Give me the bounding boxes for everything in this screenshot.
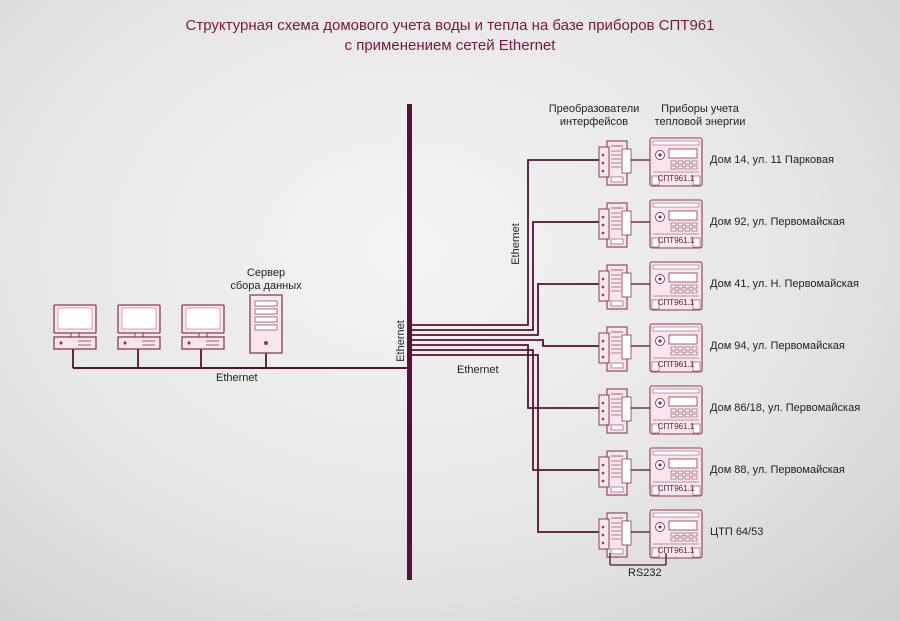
interface-converter-icon bbox=[598, 388, 632, 434]
ethernet-backbone bbox=[407, 104, 412, 580]
ethernet-branches bbox=[412, 159, 600, 533]
interface-converter-icon bbox=[598, 512, 632, 558]
interface-converter-icon bbox=[598, 326, 632, 372]
ethernet-branch-line bbox=[412, 221, 600, 331]
title-line-1: Структурная схема домового учета воды и … bbox=[185, 17, 715, 34]
house-label: Дом 94, ул. Первомайская bbox=[710, 340, 845, 352]
meter-model-label: СПТ961.1 bbox=[658, 546, 695, 555]
diagram-title: Структурная схема домового учета воды и … bbox=[0, 16, 900, 56]
house-label: Дом 92, ул. Первомайская bbox=[710, 216, 845, 228]
lan-ethernet-label: Ethernet bbox=[216, 372, 258, 384]
meter-model-label: СПТ961.1 bbox=[658, 298, 695, 307]
meter-model-label: СПТ961.1 bbox=[658, 422, 695, 431]
workstation-3 bbox=[181, 304, 225, 350]
interface-converter-icon bbox=[598, 140, 632, 186]
title-line-2: с применением сетей Ethernet bbox=[344, 37, 556, 54]
server-label: Сервер сбора данных bbox=[230, 267, 302, 292]
server-tower-icon bbox=[249, 294, 283, 354]
house-label: Дом 14, ул. 11 Парковая bbox=[710, 154, 834, 166]
house-label: ЦТП 64/53 bbox=[710, 526, 764, 538]
upper-branch-ethernet-label: Ethernet bbox=[510, 223, 522, 265]
interface-converter-icon bbox=[598, 264, 632, 310]
meter-model-label: СПТ961.1 bbox=[658, 174, 695, 183]
ethernet-branch-line bbox=[412, 354, 600, 533]
ethernet-branch-line bbox=[412, 344, 600, 409]
rs232-label: RS232 bbox=[628, 567, 662, 579]
workstation-2 bbox=[117, 304, 161, 350]
house-label: Дом 86/18, ул. Первомайская bbox=[710, 402, 861, 414]
interface-converter-icon bbox=[598, 202, 632, 248]
workstation-1 bbox=[53, 304, 97, 350]
rs232-link bbox=[609, 553, 667, 566]
ethernet-branch-line bbox=[412, 159, 600, 326]
converters-column-label: Преобразователи интерфейсов bbox=[548, 103, 640, 128]
house-label: Дом 88, ул. Первомайская bbox=[710, 464, 845, 476]
lan-drops bbox=[72, 349, 267, 368]
ethernet-branch-line bbox=[412, 339, 600, 347]
backbone-ethernet-label: Ethernet bbox=[395, 320, 407, 362]
meter-model-label: СПТ961.1 bbox=[658, 484, 695, 493]
meters-column-label: Приборы учета тепловой энергии bbox=[654, 103, 746, 128]
meter-model-label: СПТ961.1 bbox=[658, 360, 695, 369]
house-label: Дом 41, ул. Н. Первомайская bbox=[710, 278, 859, 290]
ethernet-branch-line bbox=[412, 349, 600, 471]
meter-model-label: СПТ961.1 bbox=[658, 236, 695, 245]
ethernet-branch-line bbox=[412, 283, 600, 336]
interface-converter-icon bbox=[598, 450, 632, 496]
lower-branch-ethernet-label: Ethernet bbox=[457, 364, 499, 376]
installation-rows: СПТ961.1СПТ961.1СПТ961.1СПТ961.1СПТ961.1… bbox=[598, 137, 703, 559]
